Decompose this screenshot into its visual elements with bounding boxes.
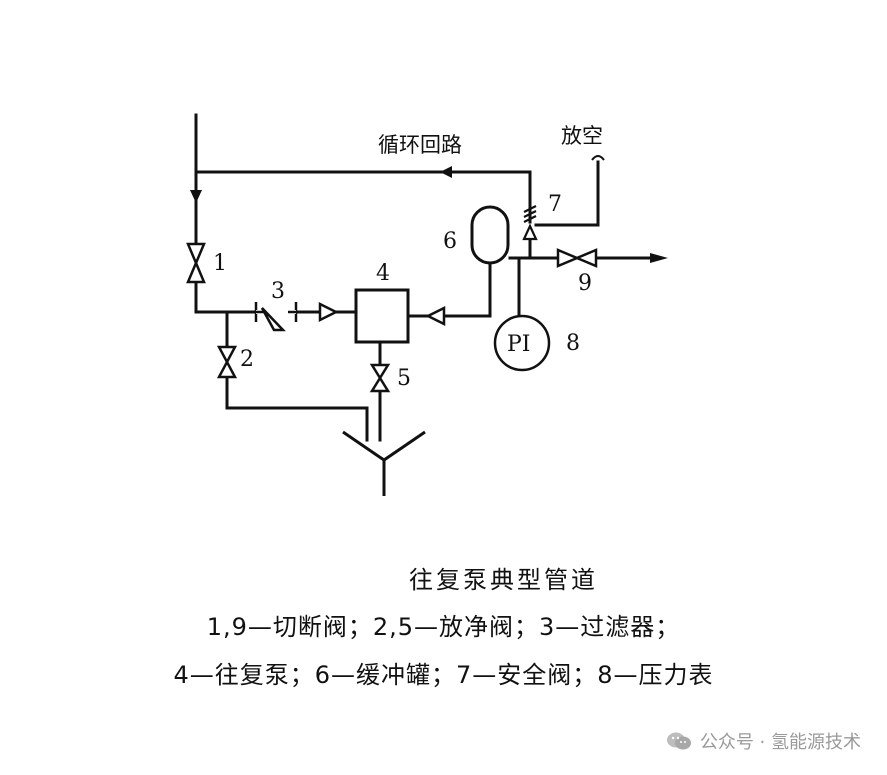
label-5: 5 xyxy=(397,366,411,391)
inlet-arrow-icon xyxy=(190,190,202,203)
label-8: 8 xyxy=(566,331,580,356)
valve-2-icon xyxy=(216,345,238,379)
pump-4-box xyxy=(354,288,410,344)
flow-arrow-icon xyxy=(318,301,339,323)
label-6: 6 xyxy=(443,229,457,254)
watermark-text: 公众号 · 氢能源技术 xyxy=(699,732,861,753)
label-2: 2 xyxy=(240,347,254,372)
pi-label: PI xyxy=(507,332,531,357)
label-3: 3 xyxy=(271,279,285,304)
legend-line-2: 4—往复泵；6—缓冲罐；7—安全阀；8—压力表 xyxy=(173,661,714,689)
label-7: 7 xyxy=(548,192,562,217)
drain-funnel-icon xyxy=(342,430,426,496)
vent-tail-icon xyxy=(591,155,605,161)
recirc-label: 循环回路 xyxy=(378,133,462,157)
drain-branch-2-lower xyxy=(225,376,369,442)
vent-line xyxy=(534,160,600,227)
recirc-arrow-icon xyxy=(440,166,452,178)
filter-3-icon xyxy=(254,302,298,332)
outlet-arrow-icon xyxy=(650,253,668,263)
label-1: 1 xyxy=(213,251,227,276)
discharge-line xyxy=(406,260,492,318)
figure-title: 往复泵典型管道 xyxy=(409,566,598,594)
label-4: 4 xyxy=(376,261,390,286)
valve-1-icon xyxy=(186,242,206,284)
wechat-icon xyxy=(666,732,691,750)
buffer-tank-6 xyxy=(470,205,510,265)
flow-arrow-icon xyxy=(425,305,446,327)
vent-label: 放空 xyxy=(561,124,603,148)
inlet-line-lower xyxy=(194,282,356,314)
watermark: 公众号 · 氢能源技术 xyxy=(666,728,861,754)
legend-line-1: 1,9—切断阀；2,5—放净阀；3—过滤器； xyxy=(206,613,681,641)
safety-valve-7-icon xyxy=(522,205,538,241)
pump-piping-diagram: 循环回路 放空 1 2 3 4 5 6 7 8 9 PI xyxy=(186,113,668,496)
label-9: 9 xyxy=(578,271,592,296)
valve-9-icon xyxy=(556,248,598,268)
pressure-gauge-8 xyxy=(493,314,551,372)
recirc-line xyxy=(194,170,532,224)
valve-5-icon xyxy=(369,363,391,393)
